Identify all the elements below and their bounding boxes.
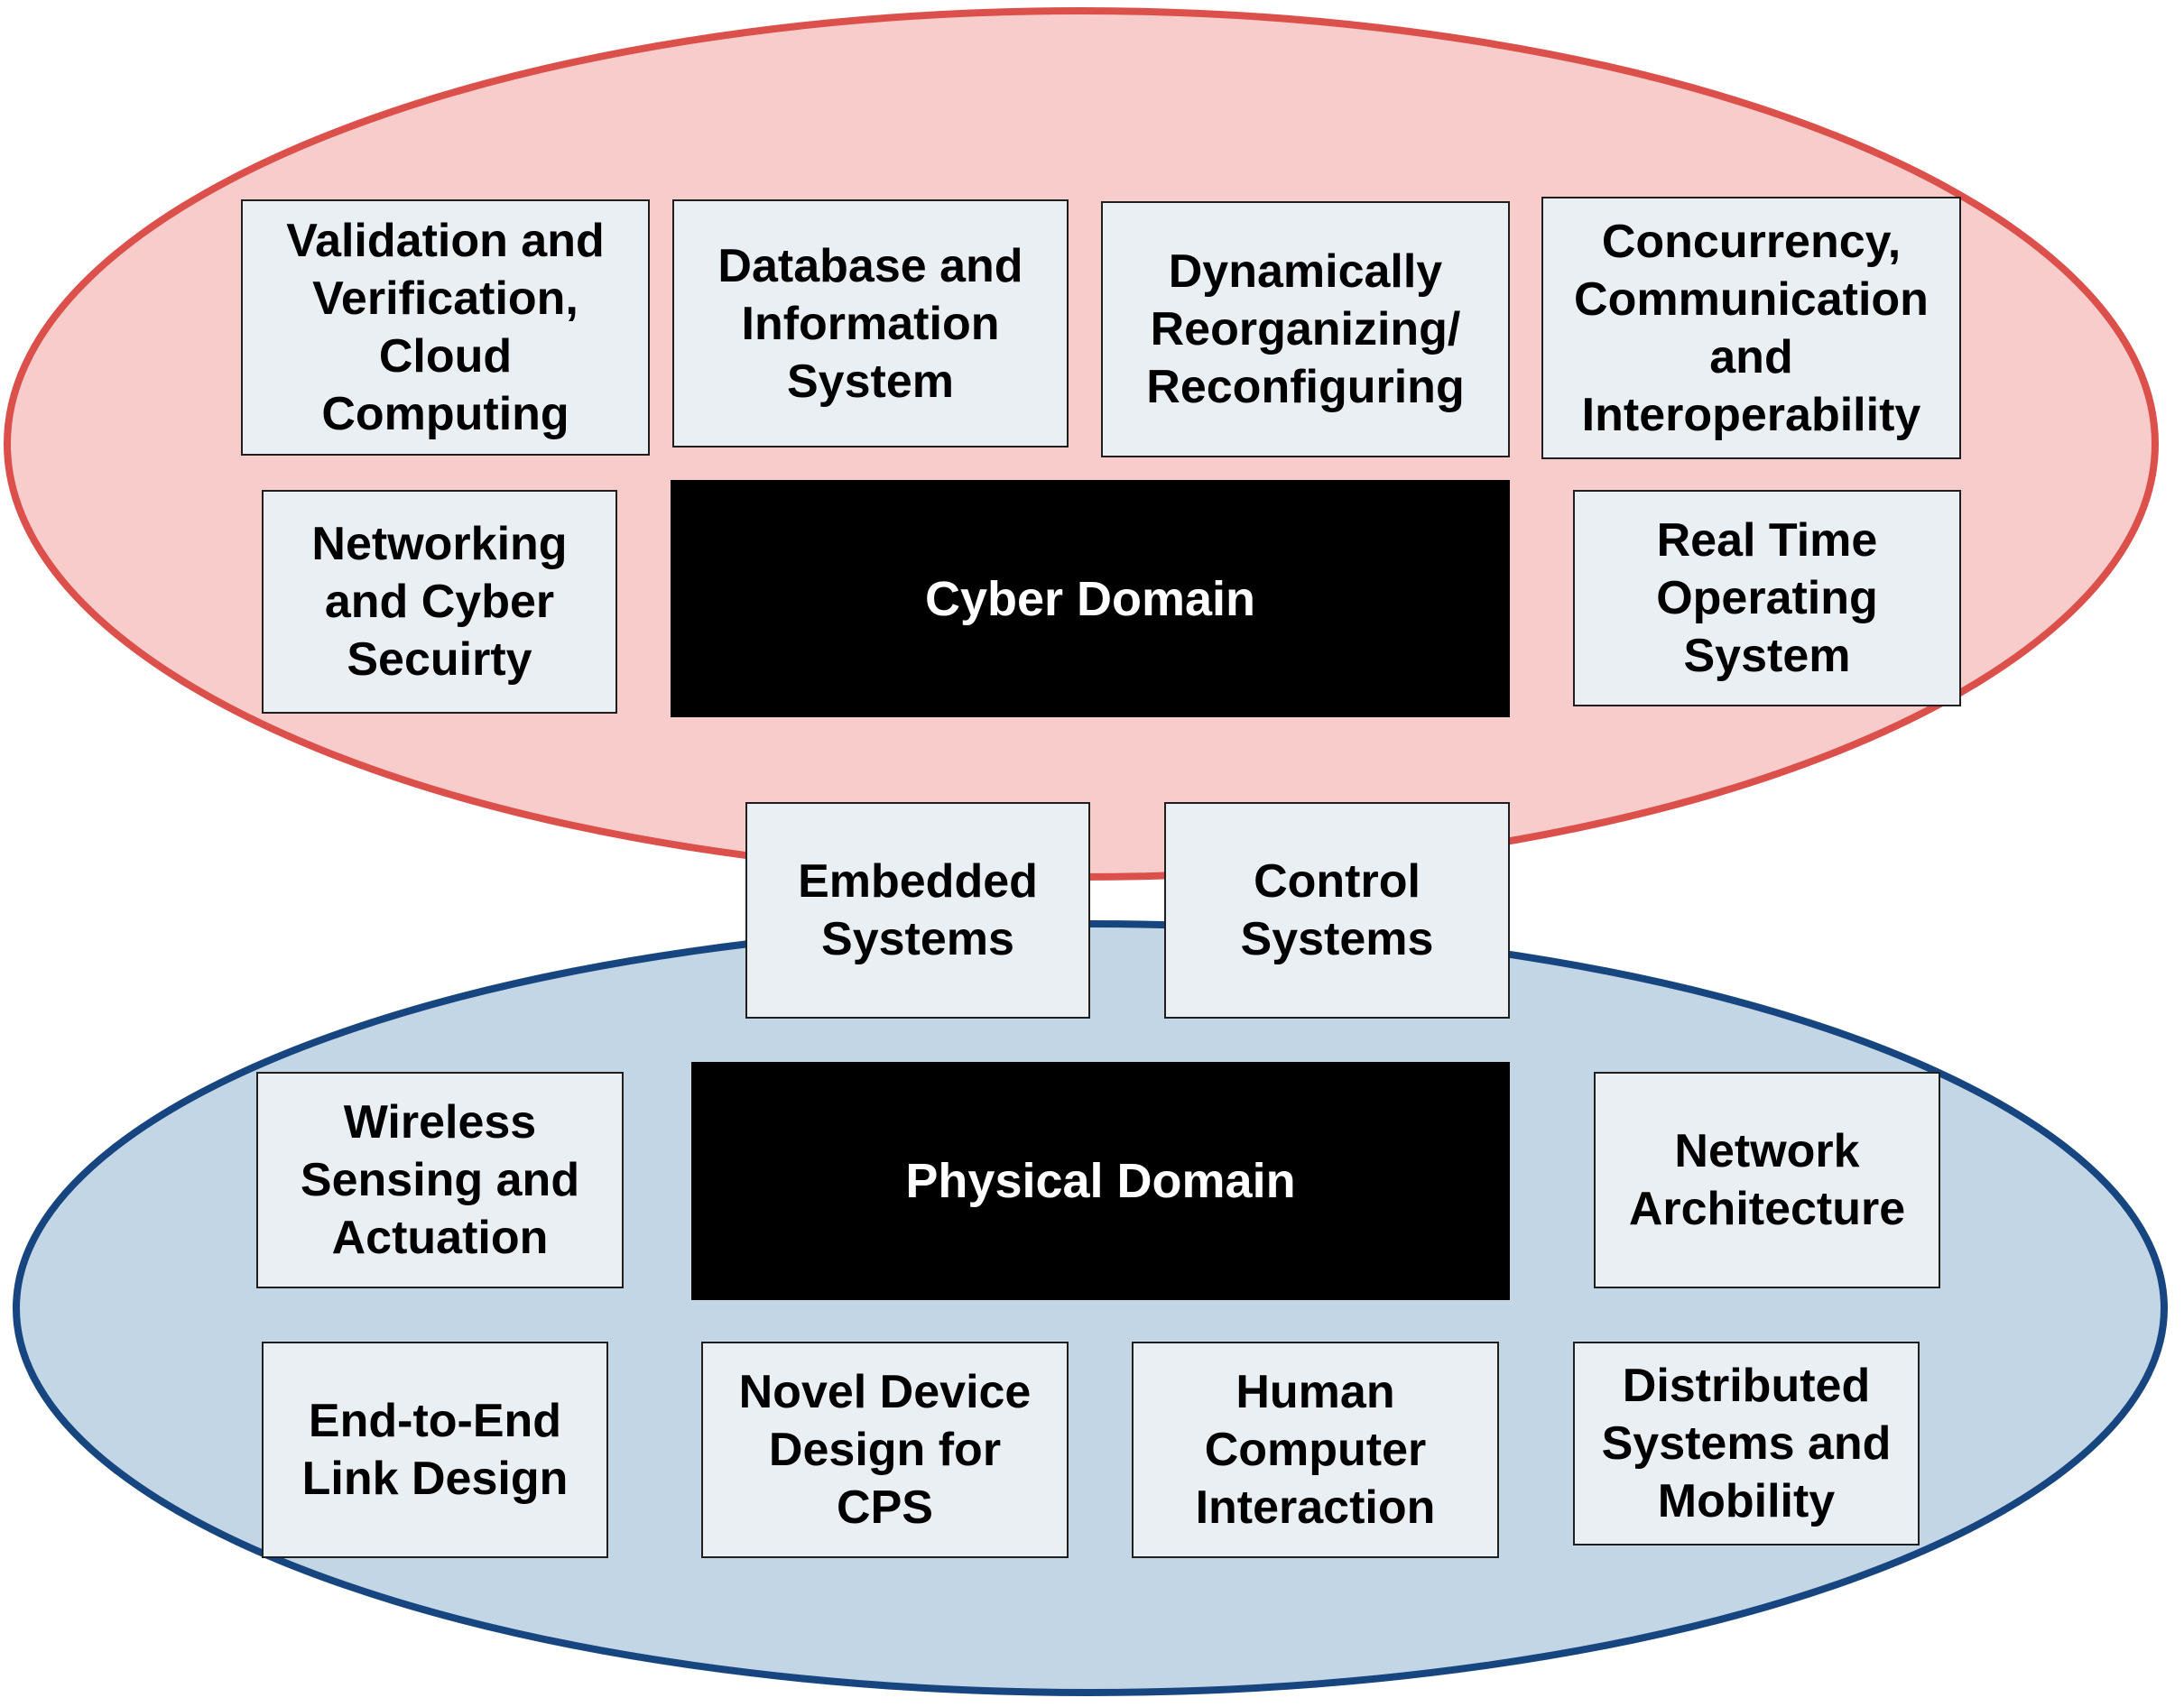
topic-control-systems: Control Systems	[1164, 802, 1510, 1019]
topic-label: Validation and Verification, Cloud Compu…	[286, 215, 605, 440]
topic-label: Embedded Systems	[798, 855, 1038, 965]
topic-human-computer-interaction: Human Computer Interaction	[1132, 1342, 1499, 1558]
topic-label: Network Architecture	[1628, 1125, 1906, 1235]
topic-label: Dynamically Reorganizing/ Reconfiguring	[1146, 245, 1465, 413]
topic-end-to-end-link-design: End-to-End Link Design	[262, 1342, 608, 1558]
topic-label: Wireless Sensing and Actuation	[300, 1096, 580, 1264]
topic-label: End-to-End Link Design	[301, 1395, 569, 1505]
topic-networking-cyber-security: Networking and Cyber Secuirty	[262, 490, 617, 714]
topic-dynamically-reorganizing: Dynamically Reorganizing/ Reconfiguring	[1101, 201, 1510, 457]
topic-network-architecture: Network Architecture	[1594, 1072, 1940, 1288]
topic-label: Database and Information System	[717, 239, 1023, 408]
topic-real-time-os: Real Time Operating System	[1573, 490, 1961, 706]
topic-label: Novel Device Design for CPS	[738, 1366, 1032, 1534]
topic-novel-device-design: Novel Device Design for CPS	[701, 1342, 1069, 1558]
topic-database-information-system: Database and Information System	[672, 199, 1069, 448]
topic-label: Concurrency, Communication and Interoper…	[1574, 215, 1929, 441]
topic-wireless-sensing-actuation: Wireless Sensing and Actuation	[256, 1072, 624, 1288]
topic-label: Real Time Operating System	[1656, 514, 1878, 682]
topic-validation-verification-cloud: Validation and Verification, Cloud Compu…	[241, 199, 650, 456]
physical-domain-title-box: Physical Domain	[691, 1062, 1510, 1300]
topic-label: Human Computer Interaction	[1195, 1366, 1436, 1534]
topic-embedded-systems: Embedded Systems	[745, 802, 1090, 1019]
topic-label: Distributed Systems and Mobility	[1601, 1360, 1892, 1527]
cyber-domain-title: Cyber Domain	[924, 571, 1256, 626]
physical-domain-ellipse	[13, 920, 2168, 1696]
topic-distributed-systems-mobility: Distributed Systems and Mobility	[1573, 1342, 1920, 1546]
topic-label: Control Systems	[1240, 855, 1434, 965]
cyber-domain-title-box: Cyber Domain	[671, 480, 1510, 717]
physical-domain-title: Physical Domain	[905, 1154, 1296, 1208]
topic-label: Networking and Cyber Secuirty	[311, 518, 568, 686]
topic-concurrency-communication: Concurrency, Communication and Interoper…	[1541, 197, 1961, 459]
